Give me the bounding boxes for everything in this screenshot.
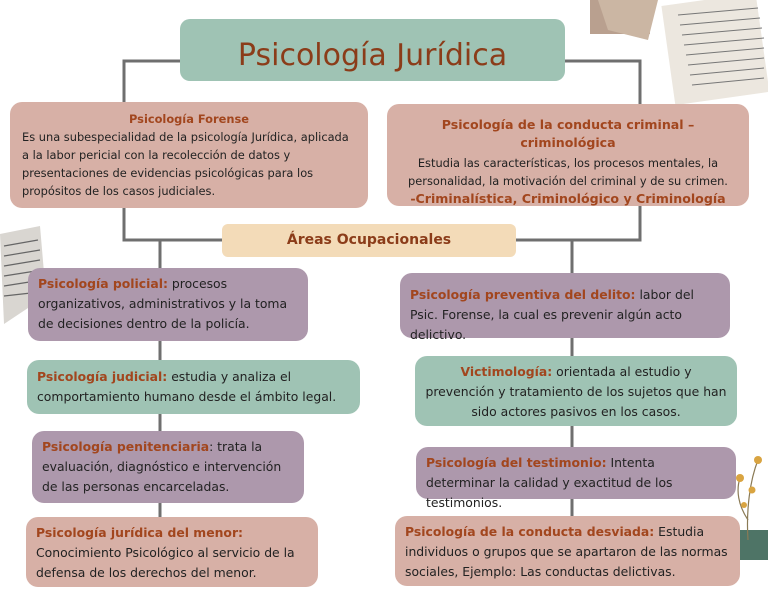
police-psychology-box: Psicología policial: procesos organizati… <box>28 268 308 341</box>
preventive-text: labor del Psic. Forense, la cual es prev… <box>410 287 694 342</box>
dried-flowers-decoration <box>736 456 768 560</box>
main-title: Psicología Jurídica <box>180 19 565 81</box>
deviant-text: Estudia individuos o grupos que se apart… <box>405 524 728 579</box>
police-label: Psicología policial: <box>38 276 168 291</box>
judicial-psychology-box: Psicología judicial: estudia y analiza e… <box>27 360 360 414</box>
testimony-psychology-box: Psicología del testimonio: Intenta deter… <box>416 447 736 510</box>
juvenile-text: Conocimiento Psicológico al servicio de … <box>36 545 295 580</box>
forensic-psychology-box: Psicología Forense Es una subespecialida… <box>10 102 368 208</box>
criminal-psychology-box: Psicología de la conducta criminal – cri… <box>387 104 749 206</box>
judicial-text: estudia y analiza el comportamiento huma… <box>37 369 337 404</box>
preventive-label: Psicología preventiva del delito: <box>410 287 636 302</box>
penitentiary-psychology-box: Psicología penitenciaria: trata la evalu… <box>32 431 304 503</box>
police-text: procesos organizativos, administrativos … <box>38 276 288 331</box>
deviant-behavior-box: Psicología de la conducta desviada: Estu… <box>395 516 740 586</box>
victimology-label: Victimología: <box>460 364 553 379</box>
victimology-box: Victimología: orientada al estudio y pre… <box>415 356 737 426</box>
penitentiary-label: Psicología penitenciaria <box>42 439 210 454</box>
preventive-psychology-box: Psicología preventiva del delito: labor … <box>400 273 730 342</box>
deviant-label: Psicología de la conducta desviada: <box>405 524 655 539</box>
testimony-text: Intenta determinar la calidad y exactitu… <box>426 455 673 510</box>
testimony-label: Psicología del testimonio: <box>426 455 607 470</box>
juvenile-label: Psicología jurídica del menor: <box>36 525 244 540</box>
criminal-text: Estudia las características, los proceso… <box>408 156 728 188</box>
judicial-label: Psicología judicial: <box>37 369 168 384</box>
penitentiary-text: : trata la evaluación, diagnóstico e int… <box>42 439 282 494</box>
occupational-areas-header: Áreas Ocupacionales <box>222 224 516 257</box>
newspaper-collage-decoration <box>590 0 768 106</box>
forensic-label: Psicología Forense <box>129 112 249 126</box>
victimology-text: orientada al estudio y prevención y trat… <box>425 364 727 419</box>
forensic-text: Es una subespecialidad de la psicología … <box>22 130 349 198</box>
juvenile-psychology-box: Psicología jurídica del menor: Conocimie… <box>26 517 318 587</box>
criminal-label: Psicología de la conducta criminal – cri… <box>441 117 695 150</box>
criminal-extra: -Criminalística, Criminológico y Crimino… <box>410 191 726 206</box>
